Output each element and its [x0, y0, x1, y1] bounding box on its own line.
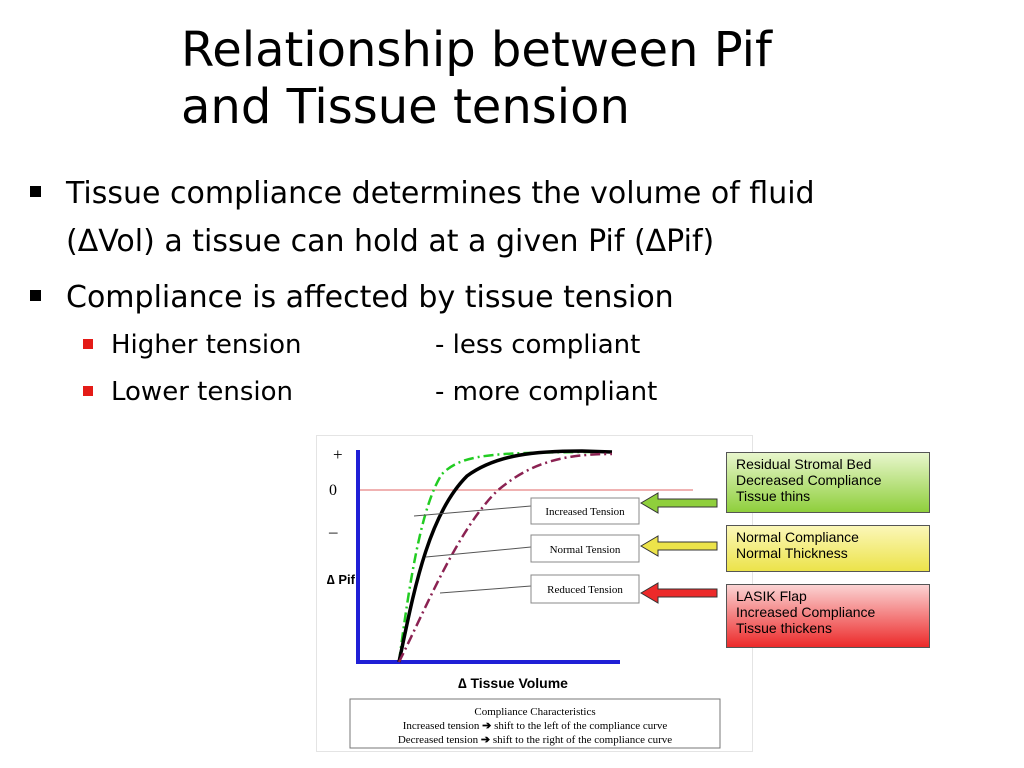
- y-axis-label: ∆ Pif: [327, 572, 356, 587]
- leader-line-normal: [425, 546, 532, 558]
- callout-3-line-1: LASIK Flap: [736, 588, 807, 604]
- characteristics-title: Compliance Characteristics: [474, 706, 595, 718]
- characteristics-row-1: Increased tension ➔ shift to the left of…: [403, 720, 668, 732]
- yellow-arrow-icon: [640, 535, 718, 557]
- callout-1-line-3: Tissue thins: [736, 488, 811, 504]
- compliance-diagram-svg: + 0 – ∆ Pif Increased Tension Normal Ten…: [327, 445, 721, 749]
- right-arrow-icon: ➔: [482, 720, 492, 732]
- row-2-left: Decreased tension: [398, 734, 479, 746]
- compliance-diagram: + 0 – ∆ Pif Increased Tension Normal Ten…: [316, 435, 753, 752]
- callout-1-line-1: Residual Stromal Bed: [736, 456, 872, 472]
- slide-title-line-2: and Tissue tension: [181, 79, 630, 135]
- bullet-list: Tissue compliance determines the volume …: [30, 170, 1020, 416]
- x-axis-label: ∆ Tissue Volume: [458, 675, 568, 691]
- sub-bullet-item-1: Higher tension - less compliant: [30, 322, 1020, 369]
- square-bullet-icon: [30, 186, 41, 197]
- normal-tension-curve: [397, 449, 613, 663]
- label-box-reduced: [530, 574, 640, 604]
- slide-title: Relationship between Pif and Tissue tens…: [181, 22, 772, 136]
- leader-line-increased: [413, 505, 532, 517]
- label-box-increased: [530, 497, 640, 525]
- leader-line-reduced: [439, 585, 532, 594]
- bullet-2-line-1: Compliance is affected by tissue tension: [66, 280, 674, 315]
- callout-residual-stromal-bed: Residual Stromal Bed Decreased Complianc…: [726, 452, 930, 513]
- red-square-bullet-icon: [83, 339, 93, 349]
- sub-bullet-2-label: Lower tension: [111, 377, 293, 407]
- callout-1-line-2: Decreased Compliance: [736, 472, 882, 488]
- sub-bullet-1-label: Higher tension: [111, 330, 302, 360]
- callout-3-line-2: Increased Compliance: [736, 604, 876, 620]
- label-normal-tension: Normal Tension: [550, 544, 621, 556]
- callout-lasik-flap: LASIK Flap Increased Compliance Tissue t…: [726, 584, 930, 648]
- y-tick-zero: 0: [329, 482, 337, 499]
- sub-bullet-1-effect: - less compliant: [435, 330, 641, 360]
- reduced-tension-curve: [397, 452, 613, 663]
- right-arrow-icon: ➔: [481, 734, 491, 746]
- green-arrow-icon: [640, 492, 718, 514]
- y-tick-plus: +: [333, 445, 343, 464]
- row-1-right: shift to the left of the compliance curv…: [494, 720, 667, 732]
- red-arrow-icon: [640, 582, 718, 604]
- label-reduced-tension: Reduced Tension: [547, 584, 623, 596]
- compliance-characteristics-box: [349, 698, 721, 749]
- red-square-bullet-icon: [83, 386, 93, 396]
- callout-normal-compliance: Normal Compliance Normal Thickness: [726, 525, 930, 572]
- sub-bullet-item-2: Lower tension - more compliant: [30, 369, 1020, 416]
- row-1-left: Increased tension: [403, 720, 480, 732]
- slide-title-line-1: Relationship between Pif: [181, 22, 772, 78]
- label-increased-tension: Increased Tension: [545, 506, 625, 518]
- characteristics-row-2: Decreased tension ➔ shift to the right o…: [398, 734, 672, 746]
- bullet-item-1: Tissue compliance determines the volume …: [30, 170, 1020, 266]
- callout-3-line-3: Tissue thickens: [736, 620, 832, 636]
- y-tick-minus: –: [328, 522, 338, 541]
- row-2-right: shift to the right of the compliance cur…: [493, 734, 672, 746]
- bullet-1-line-1: Tissue compliance determines the volume …: [66, 176, 815, 211]
- callout-2-line-2: Normal Thickness: [736, 545, 848, 561]
- bullet-1-line-2: (ΔVol) a tissue can hold at a given Pif …: [66, 224, 715, 259]
- square-bullet-icon: [30, 290, 41, 301]
- bullet-item-2: Compliance is affected by tissue tension: [30, 274, 1020, 322]
- label-box-normal: [530, 534, 640, 563]
- sub-bullet-2-effect: - more compliant: [435, 377, 658, 407]
- callout-2-line-1: Normal Compliance: [736, 529, 859, 545]
